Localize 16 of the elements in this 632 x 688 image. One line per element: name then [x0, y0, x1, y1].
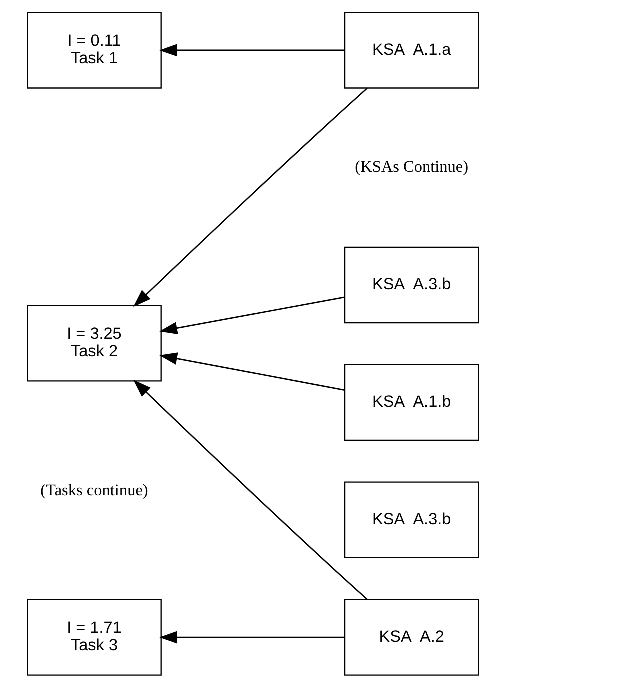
arrow	[134, 380, 368, 600]
node-box: I = 3.25 Task 2	[27, 305, 162, 382]
node-box: KSA A.1.b	[344, 364, 480, 442]
node-box: KSA A.3.b	[344, 246, 480, 324]
label: (KSAs Continue)	[355, 158, 469, 176]
node-box: I = 1.71 Task 3	[27, 599, 162, 676]
node-box: KSA A.1.a	[344, 12, 480, 89]
node-box: KSA A.2	[344, 599, 480, 676]
arrow	[134, 88, 368, 308]
arrow	[160, 44, 345, 57]
node-box: KSA A.3.b	[344, 482, 480, 558]
arrow	[160, 631, 345, 644]
node-box: I = 0.11 Task 1	[27, 12, 162, 89]
label: (Tasks continue)	[40, 481, 148, 500]
arrow	[160, 296, 345, 335]
arrow	[160, 352, 345, 391]
